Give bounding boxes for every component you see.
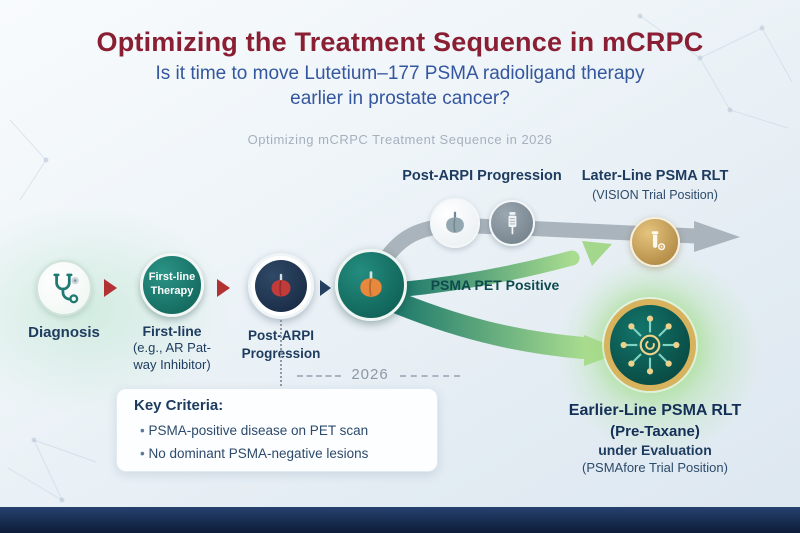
later-line-psma-rlt-title: Later-Line PSMA RLT bbox=[581, 168, 729, 184]
decision-point-node bbox=[335, 249, 407, 321]
prostate-icon bbox=[446, 211, 464, 233]
year-marker: 2026 bbox=[351, 366, 389, 383]
flow-arrow-icon bbox=[104, 279, 117, 297]
taxane-chemo-node bbox=[489, 200, 535, 246]
subtitle-line1: Is it time to move Lutetium–177 PSMA rad… bbox=[155, 63, 645, 84]
prostate-icon bbox=[271, 273, 291, 297]
flow-arrow-icon bbox=[320, 280, 331, 296]
first-line-badge-line1: First-line bbox=[148, 271, 196, 284]
test-tube-icon bbox=[651, 231, 666, 251]
pre-taxane-label: (Pre-Taxane) bbox=[610, 422, 700, 440]
stethoscope-icon bbox=[53, 273, 79, 304]
post-arpi-progression-heading: Post-ARPI Progression bbox=[402, 168, 562, 184]
post-arpi-inner-circle bbox=[255, 260, 307, 312]
page-title: Optimizing the Treatment Sequence in mCR… bbox=[96, 27, 704, 57]
earlier-line-title: Earlier-Line PSMA RLT bbox=[568, 402, 742, 419]
earlier-line-rlt-node bbox=[604, 299, 696, 391]
syringe-icon bbox=[508, 212, 517, 235]
watermark-caption: Optimizing mCRPC Treatment Sequence in 2… bbox=[247, 132, 553, 147]
first-line-label: First-line (e.g., AR Pat- way Inhibitor) bbox=[106, 322, 238, 374]
key-criteria-heading: Key Criteria: bbox=[134, 397, 224, 414]
prostate-icon bbox=[360, 271, 382, 297]
post-arpi-progression-top-node bbox=[430, 198, 480, 248]
later-line-rlt-node bbox=[630, 217, 680, 267]
earlier-line-text-block: Earlier-Line PSMA RLT (Pre-Taxane) under… bbox=[516, 401, 794, 477]
first-line-badge-line2: Therapy bbox=[150, 285, 194, 297]
first-line-label-line1: First-line bbox=[142, 323, 202, 339]
first-line-badge: First-line Therapy bbox=[149, 271, 195, 299]
radioligand-molecule-icon bbox=[620, 315, 680, 375]
first-line-therapy-node: First-line Therapy bbox=[140, 253, 204, 317]
under-evaluation-label: under Evaluation bbox=[598, 442, 712, 459]
diagnosis-node bbox=[36, 260, 92, 316]
timeline-dotted-connector bbox=[280, 320, 282, 386]
psmafore-trial-position-label: (PSMAfore Trial Position) bbox=[582, 460, 728, 476]
first-line-label-line2: (e.g., AR Pat- bbox=[132, 340, 212, 356]
flow-arrow-icon bbox=[217, 279, 230, 297]
key-criteria-bullet: PSMA-positive disease on PET scan bbox=[140, 423, 368, 438]
footer-bar bbox=[0, 507, 800, 533]
timeline-dash-left bbox=[297, 375, 341, 377]
subtitle-line2: earlier in prostate cancer? bbox=[290, 88, 510, 109]
first-line-label-line3: way Inhibitor) bbox=[133, 357, 211, 373]
post-arpi-progression-node bbox=[248, 253, 314, 319]
diagnosis-label: Diagnosis bbox=[28, 324, 100, 341]
key-criteria-bullet: No dominant PSMA-negative lesions bbox=[140, 446, 368, 461]
timeline-dash-right bbox=[400, 375, 460, 377]
psma-pet-positive-label: PSMA PET Positive bbox=[430, 277, 560, 293]
vision-trial-position-label: (VISION Trial Position) bbox=[592, 188, 718, 202]
